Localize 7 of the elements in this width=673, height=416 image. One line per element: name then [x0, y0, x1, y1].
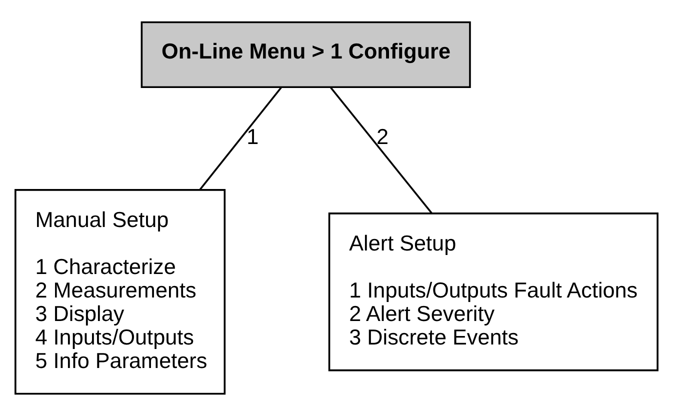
node-box: On-Line Menu > 1 Configure [140, 21, 471, 88]
connector [330, 86, 432, 214]
node-box: Alert Setup 1 Inputs/Outputs Fault Actions 2 Alert Severity 3 Discrete Events [328, 212, 658, 372]
node-box: Manual Setup 1 Characterize 2 Measurements 3 Display 4 Inputs/Outputs 5 Info Parameters [14, 189, 226, 395]
edge-label: 1 [246, 124, 259, 150]
connector [199, 86, 282, 190]
edge-label: 2 [376, 124, 389, 150]
